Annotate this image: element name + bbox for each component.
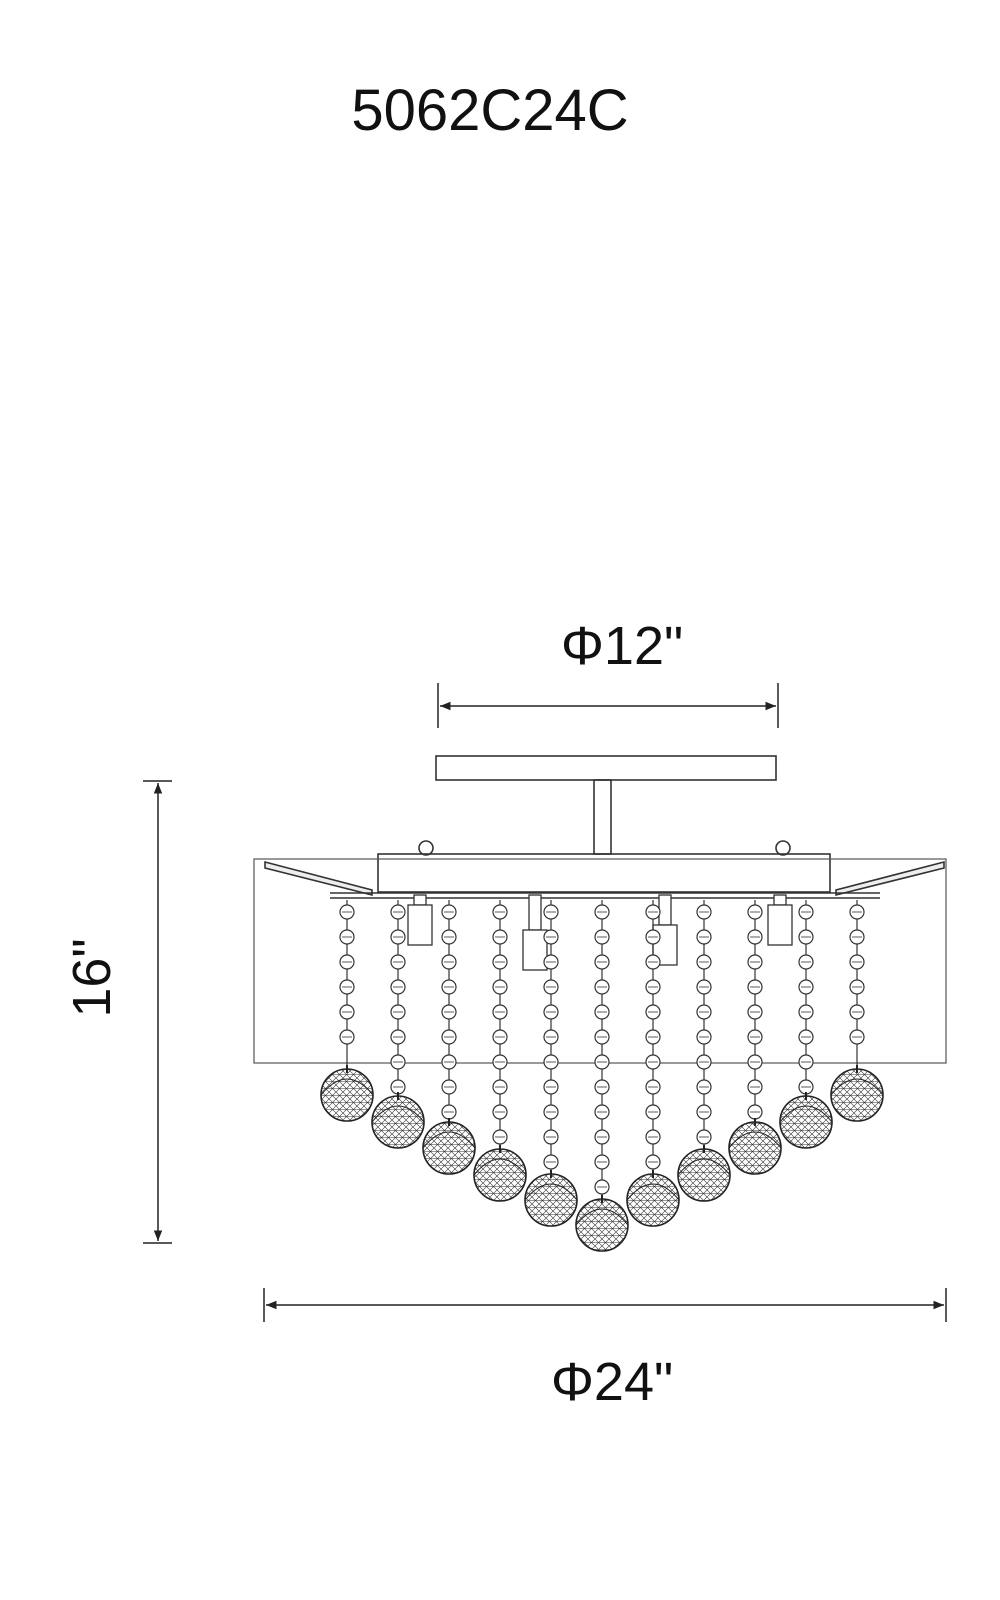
crystal-pendant: [728, 1118, 782, 1175]
crystal-strand: [575, 900, 629, 1252]
light-sockets: [407, 894, 793, 971]
canopy-plate: [435, 755, 777, 781]
crystal-strand: [422, 900, 476, 1175]
crystal-pendant: [830, 1065, 884, 1122]
reflector-right: [835, 860, 945, 897]
overall-dimension-line: [263, 1288, 947, 1322]
stem: [593, 779, 612, 855]
crystal-pendant: [320, 1065, 374, 1122]
crystal-pendant: [779, 1092, 833, 1149]
canopy-dimension-line: [437, 683, 779, 728]
crystal-pendant: [371, 1092, 425, 1149]
crystal-strand: [320, 900, 374, 1122]
crystal-pendant: [575, 1195, 629, 1252]
light-socket: [522, 894, 548, 971]
mount-screw-left: [418, 840, 434, 856]
crystal-strand: [524, 900, 578, 1227]
reflector-left: [264, 860, 373, 897]
crystal-strand: [626, 900, 680, 1227]
light-socket: [407, 894, 433, 946]
crystal-strand: [779, 900, 833, 1149]
crystal-pendant: [473, 1145, 527, 1202]
height-dimension-line: [143, 780, 172, 1244]
crystal-pendant: [524, 1170, 578, 1227]
mount-screw-right: [775, 840, 791, 856]
mount-bracket: [377, 853, 831, 893]
crystal-strand: [677, 900, 731, 1202]
overall-diameter-label: Φ24": [551, 1352, 673, 1412]
crystal-strand: [728, 900, 782, 1175]
height-label: 16": [62, 938, 122, 1017]
fixture-body: [253, 755, 947, 1064]
crystal-strand: [473, 900, 527, 1202]
crystal-strands: [320, 900, 884, 1252]
crystal-strand: [371, 900, 425, 1149]
crystal-strand: [830, 900, 884, 1122]
crystal-pendant: [677, 1145, 731, 1202]
light-socket: [767, 894, 793, 946]
crystal-pendant: [626, 1170, 680, 1227]
crystal-pendant: [422, 1118, 476, 1175]
model-number: 5062C24C: [351, 78, 628, 143]
canopy-diameter-label: Φ12": [561, 616, 683, 676]
